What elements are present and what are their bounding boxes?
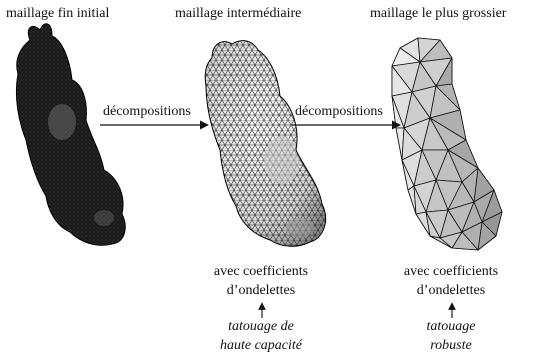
coarse-mesh-model [392, 38, 502, 250]
fine-mesh-model [0, 0, 140, 260]
intermediate-mesh-model [190, 30, 340, 260]
